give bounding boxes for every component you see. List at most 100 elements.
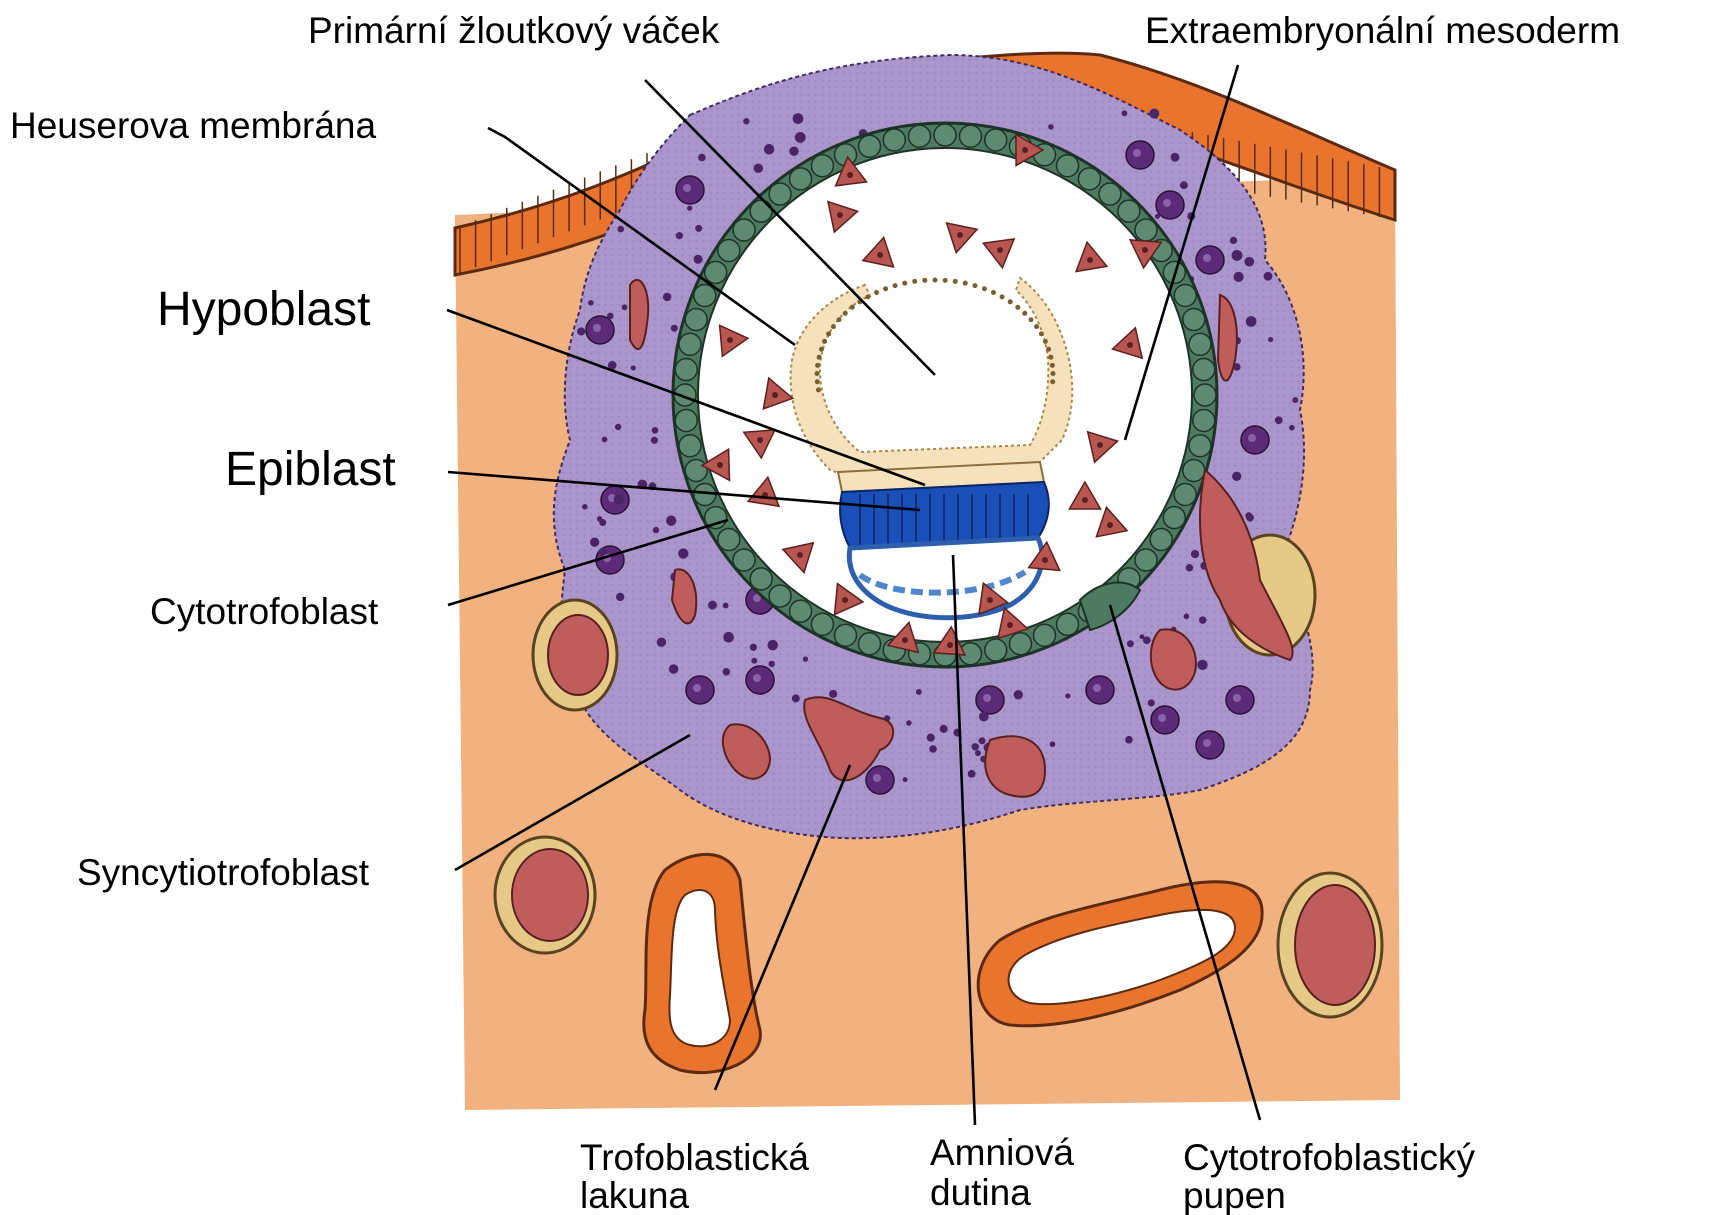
granule (1244, 257, 1254, 267)
label-syncytiotrophoblast: Syncytiotrofoblast (77, 852, 370, 893)
granule (972, 743, 979, 750)
granule (968, 770, 976, 778)
heuser-cell (912, 279, 917, 284)
granule (698, 154, 706, 162)
mesoderm-nucleus (997, 247, 1003, 253)
granule (1014, 690, 1023, 699)
heuser-cell (1043, 339, 1048, 344)
cyto-cell (1183, 459, 1205, 481)
label-amniotic-cavity-1: Amniová (930, 1132, 1074, 1173)
cyto-cell (769, 585, 791, 607)
granule (1232, 472, 1241, 481)
cyto-cell (1099, 183, 1121, 205)
cyto-cell (1189, 435, 1211, 457)
granule (1127, 640, 1134, 647)
heuser-cell (943, 278, 948, 283)
nucleolus (1163, 199, 1171, 207)
mesoderm-nucleus (957, 232, 963, 238)
granule (979, 712, 989, 722)
heuser-cell (836, 317, 841, 322)
cyto-cell (1078, 168, 1100, 190)
cyto-cell (790, 600, 812, 622)
granule (1197, 660, 1207, 670)
heuser-cell (933, 278, 938, 283)
mesoderm-nucleus (772, 392, 778, 398)
granule (975, 750, 981, 756)
granule (1264, 272, 1273, 281)
granule (1246, 316, 1257, 327)
heuser-cell (826, 331, 831, 336)
heuser-cell (1050, 363, 1055, 368)
granule (723, 668, 731, 676)
mesoderm-nucleus (1007, 622, 1013, 628)
cyto-cell (909, 125, 931, 147)
mesoderm-nucleus (1097, 442, 1103, 448)
nucleolus (693, 684, 701, 692)
cyto-cell (934, 124, 956, 146)
granule (829, 690, 837, 698)
heuser-cell (850, 305, 855, 310)
cyto-cell (769, 183, 791, 205)
heuser-cell (1050, 379, 1055, 384)
mesoderm-nucleus (1087, 257, 1093, 263)
granule (767, 640, 778, 651)
heuser-cell (865, 294, 870, 299)
granule (1048, 124, 1054, 130)
granule (792, 694, 800, 702)
mesoderm-nucleus (1142, 247, 1148, 253)
granule (1180, 181, 1188, 189)
cyto-cell (1057, 613, 1079, 635)
granule (750, 644, 757, 651)
granule (1245, 512, 1252, 519)
heuser-cell (893, 283, 898, 288)
cyto-cell (811, 155, 833, 177)
heuser-cell (1034, 324, 1039, 329)
mesoderm-nucleus (837, 212, 843, 218)
granule (803, 656, 808, 661)
granule (1121, 110, 1127, 116)
granule (1186, 564, 1193, 571)
granule (1232, 250, 1243, 261)
granule (1289, 425, 1295, 431)
granule (671, 325, 678, 332)
heuser-cell (1008, 299, 1013, 304)
cyto-cell (1189, 333, 1211, 355)
heuser-cell (1029, 317, 1034, 322)
granule (743, 118, 749, 124)
mesoderm-nucleus (847, 172, 853, 178)
label-primary-yolk-sac: Primární žloutkový váček (308, 10, 720, 51)
granule (657, 637, 666, 646)
heuser-cell (991, 290, 996, 295)
heuser-cell (902, 281, 907, 286)
granule (789, 146, 798, 155)
cyto-cell (718, 528, 740, 550)
nucleolus (1203, 739, 1211, 747)
granule (617, 226, 624, 233)
heuser-cell (963, 281, 968, 286)
cyto-cell (859, 135, 881, 157)
heuser-cell (843, 311, 848, 316)
cyto-cell (1193, 409, 1215, 431)
cyto-cell (883, 129, 905, 151)
cyto-cell (750, 568, 772, 590)
cyto-cell (1118, 200, 1140, 222)
cyto-cell (1057, 155, 1079, 177)
label-extraembryonic-mesoderm: Extraembryonální mesoderm (1145, 10, 1620, 51)
granule (678, 548, 688, 558)
cyto-cell (675, 359, 697, 381)
nucleolus (1233, 694, 1241, 702)
heuser-cell (822, 339, 827, 344)
heuser-cell (816, 387, 821, 392)
granule (1268, 337, 1273, 342)
granule (694, 255, 703, 264)
label-cytotrophoblast: Cytotrofoblast (150, 591, 379, 632)
cyto-cell (1135, 219, 1157, 241)
label-hypoblast: Hypoblast (157, 283, 370, 336)
granule (1155, 214, 1160, 219)
granule (1148, 699, 1155, 706)
heuser-cell (1000, 294, 1005, 299)
cyto-cell (835, 624, 857, 646)
cyto-cell (859, 633, 881, 655)
granule (903, 777, 908, 782)
cyto-cell (985, 129, 1007, 151)
